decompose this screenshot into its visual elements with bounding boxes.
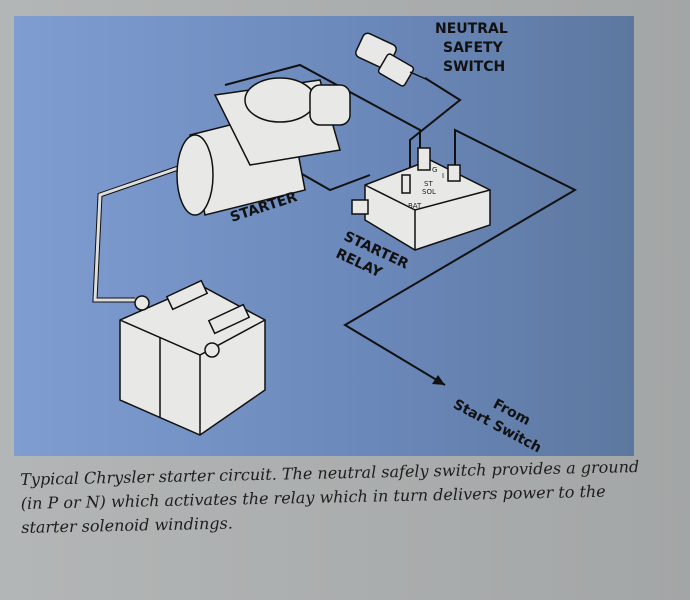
wire-switch-to-relay xyxy=(409,77,462,170)
terminal-st: ST xyxy=(424,180,433,188)
arrow-icon xyxy=(432,375,445,385)
label-line: SWITCH xyxy=(443,59,505,75)
terminal-bat: BAT xyxy=(408,202,422,210)
neutral-safety-switch xyxy=(355,32,429,87)
battery xyxy=(119,279,266,436)
wire-from-start-switch xyxy=(343,128,578,386)
label-line: SAFETY xyxy=(443,40,504,56)
label-neutral-safety-switch: NEUTRAL SAFETY SWITCH xyxy=(435,21,513,75)
wires xyxy=(92,63,578,386)
terminal-g: G xyxy=(432,166,437,174)
figure-caption: Typical Chrysler starter circuit. The ne… xyxy=(20,457,640,537)
battery-cable-core xyxy=(93,143,246,302)
label-from-start-switch: From Start Switch xyxy=(450,380,552,457)
terminal-sol: SOL xyxy=(422,188,436,196)
starter-motor xyxy=(176,77,351,216)
label-line: NEUTRAL xyxy=(435,21,508,37)
starter-relay xyxy=(351,147,491,251)
terminal-i: I xyxy=(442,172,444,180)
